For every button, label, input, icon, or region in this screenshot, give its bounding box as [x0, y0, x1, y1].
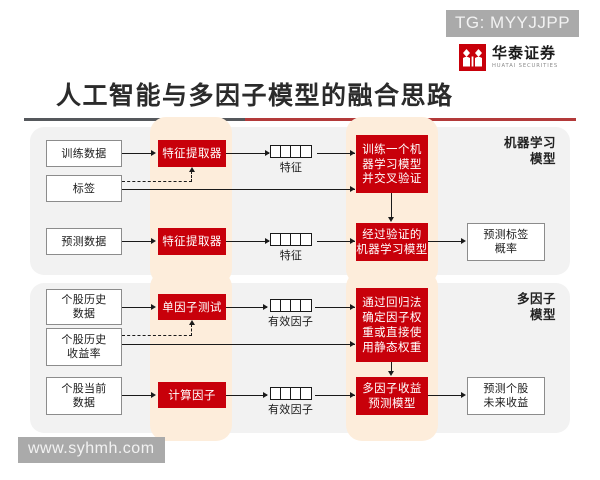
logo-name-en: HUATAI SECURITIES [492, 62, 559, 69]
connector-arrow [188, 320, 195, 325]
process-feature-extractor-predict[interactable]: 特征提取器 [158, 228, 226, 255]
vector-cells [269, 387, 312, 400]
process-compute-factor[interactable]: 计算因子 [158, 382, 226, 408]
vector-valid-factor-1: 有效因子 [268, 299, 313, 329]
watermark-top: TG: MYYJJPP [446, 10, 580, 37]
panel-multi-factor-label: 多因子 模型 [516, 291, 556, 322]
huatai-diamond-mark-icon [459, 44, 486, 71]
connector-line [428, 241, 462, 243]
connector-arrow [151, 237, 156, 244]
title-divider [24, 118, 576, 121]
connector-arrow [151, 391, 156, 398]
connector-line [122, 153, 152, 155]
connector-line [315, 307, 355, 309]
connector-line [122, 395, 152, 397]
connector-arrow [265, 237, 270, 244]
connector-arrow [188, 167, 195, 172]
process-multi-factor-return-model[interactable]: 多因子收益 预测模型 [356, 377, 428, 415]
process-feature-extractor-train[interactable]: 特征提取器 [158, 140, 226, 167]
process-single-factor-test[interactable]: 单因子测试 [158, 294, 226, 320]
vector-cells [270, 145, 312, 158]
connector-arrow [350, 149, 355, 156]
connector-arrow [350, 237, 355, 244]
connector-line [122, 189, 355, 191]
input-stock-history-data[interactable]: 个股历史 数据 [46, 289, 122, 325]
connector-line [226, 153, 269, 155]
connector-line [315, 395, 355, 397]
input-label[interactable]: 标签 [46, 175, 122, 202]
input-stock-current-data[interactable]: 个股当前 数据 [46, 377, 122, 415]
input-prediction-data[interactable]: 预测数据 [46, 228, 122, 255]
connector-line [391, 362, 393, 373]
panel-machine-learning-label: 机器学习 模型 [503, 135, 556, 166]
vector-label: 特征 [279, 249, 303, 262]
connector-line [428, 395, 462, 397]
input-stock-history-return[interactable]: 个股历史 收益率 [46, 328, 122, 366]
divider-segment-gray [24, 118, 245, 121]
panel-multi-factor: 多因子 模型 个股历史 数据 个股历史 收益率 个股当前 数据 单因子测试 计算… [30, 271, 570, 441]
connector-line [226, 395, 267, 397]
connector-line [122, 307, 152, 309]
input-training-data[interactable]: 训练数据 [46, 140, 122, 167]
process-validated-ml-model[interactable]: 经过验证的 机器学习模型 [356, 223, 428, 261]
connector-line [226, 307, 267, 309]
connector-arrow [350, 303, 355, 310]
connector-arrow [151, 303, 156, 310]
connector-line [317, 153, 355, 155]
connector-arrow [350, 185, 355, 192]
connector-arrow [151, 149, 156, 156]
huatai-logo: 华泰证券 HUATAI SECURITIES [459, 44, 558, 71]
connector-dashed-line [122, 335, 192, 336]
connector-arrow [350, 391, 355, 398]
connector-arrow [265, 149, 270, 156]
connector-arrow [388, 371, 395, 376]
output-predicted-label-probability[interactable]: 预测标签 概率 [467, 223, 545, 261]
connector-arrow [350, 340, 355, 347]
connector-arrow [461, 391, 466, 398]
connector-arrow [263, 303, 268, 310]
vector-cells [270, 233, 312, 246]
vector-label: 有效因子 [268, 315, 314, 328]
connector-dashed-line [122, 181, 192, 182]
vector-feature-train: 特征 [270, 145, 312, 175]
connector-arrow [263, 391, 268, 398]
connector-dashed-line [191, 324, 192, 336]
vector-feature-predict: 特征 [270, 233, 312, 263]
logo-text-block: 华泰证券 HUATAI SECURITIES [492, 43, 559, 69]
connector-line [122, 344, 355, 346]
vector-cells [269, 299, 312, 312]
process-regression-weight[interactable]: 通过回归法 确定因子权 重或直接使 用静态权重 [356, 288, 428, 362]
connector-dashed-line [191, 171, 192, 182]
watermark-bottom: www.syhmh.com [18, 437, 165, 463]
vector-label: 特征 [279, 161, 303, 174]
output-predicted-stock-future-return[interactable]: 预测个股 未来收益 [467, 377, 545, 415]
process-train-ml-model[interactable]: 训练一个机 器学习模型 并交叉验证 [356, 135, 428, 193]
connector-line [122, 241, 152, 243]
page-title: 人工智能与多因子模型的融合思路 [56, 81, 454, 110]
connector-line [226, 241, 269, 243]
connector-arrow [388, 217, 395, 222]
panel-machine-learning: 机器学习 模型 训练数据 标签 预测数据 特征提取器 特征提取器 特征 [30, 117, 570, 285]
connector-line [391, 193, 393, 218]
connector-arrow [461, 237, 466, 244]
connector-line [317, 241, 355, 243]
vector-label: 有效因子 [268, 403, 314, 416]
logo-name-cn: 华泰证券 [492, 43, 557, 62]
vector-valid-factor-2: 有效因子 [268, 387, 313, 417]
